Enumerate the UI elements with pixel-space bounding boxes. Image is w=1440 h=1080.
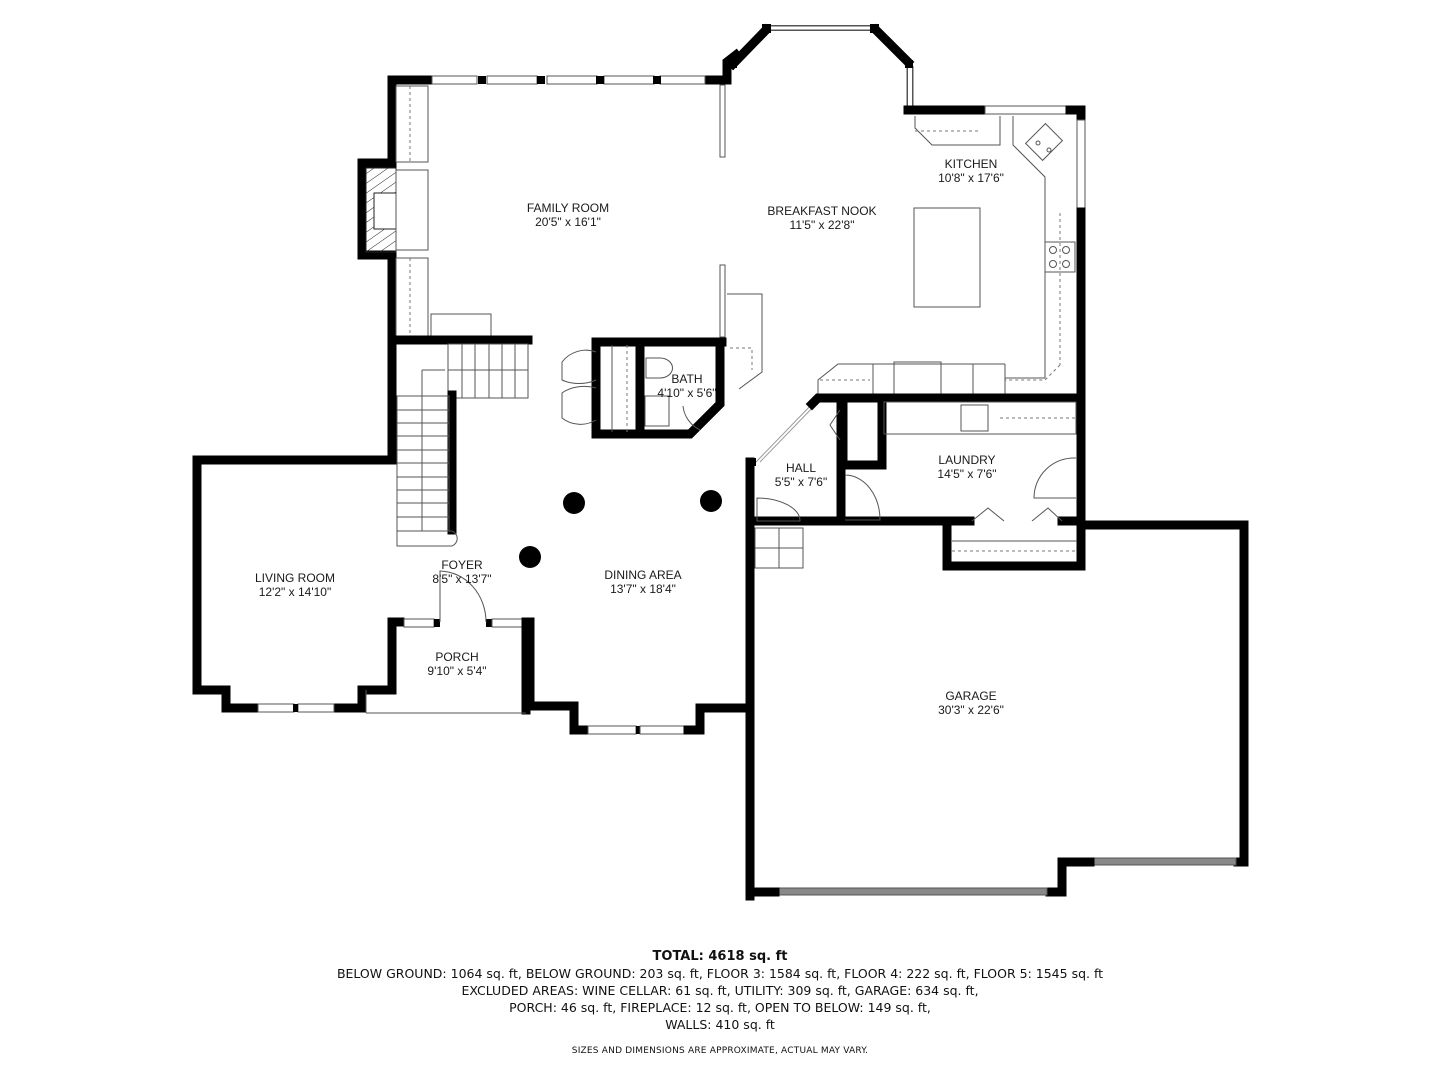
room-dimensions: 9'10" x 5'4" [427, 664, 487, 678]
garage-walls [745, 520, 1249, 897]
disclaimer: SIZES AND DIMENSIONS ARE APPROXIMATE, AC… [571, 1046, 869, 1056]
closet-bath-block [561, 337, 727, 439]
room-name: LAUNDRY [938, 453, 996, 467]
total-area: TOTAL: 4618 sq. ft [652, 949, 788, 964]
room-dimensions: 10'8" x 17'6" [938, 171, 1004, 185]
room-name: FOYER [441, 558, 483, 572]
column-icon [563, 492, 585, 514]
floor-plan [192, 23, 1249, 901]
room-bath: BATH 4'10" x 5'6" [657, 372, 716, 400]
room-living-room: LIVING ROOM 12'2" x 14'10" [255, 571, 335, 599]
family-room-windows [431, 75, 706, 85]
fireplace-icon [365, 167, 429, 253]
room-dimensions: 12'2" x 14'10" [258, 585, 332, 599]
living-room-walls [192, 455, 405, 713]
room-breakfast-nook: BREAKFAST NOOK 11'5" x 22'8" [767, 204, 876, 232]
staircase [387, 335, 533, 547]
column-icon [700, 490, 722, 512]
room-name: BREAKFAST NOOK [767, 204, 877, 218]
room-garage: GARAGE 30'3" x 22'6" [938, 689, 1004, 717]
kitchen-island [913, 207, 981, 308]
room-dimensions: 13'7" x 18'4" [610, 582, 676, 596]
dining-walls [521, 617, 755, 735]
room-name: HALL [785, 461, 817, 475]
room-name: LIVING ROOM [254, 571, 336, 585]
room-name: PORCH [435, 650, 479, 664]
area-breakdown-line: BELOW GROUND: 1064 sq. ft, BELOW GROUND:… [336, 966, 1104, 981]
family-room-walls [357, 48, 743, 345]
room-dimensions: 30'3" x 22'6" [938, 703, 1004, 717]
excluded-areas-line: EXCLUDED AREAS: WINE CELLAR: 61 sq. ft, … [461, 983, 979, 998]
room-name: KITCHEN [944, 157, 998, 171]
room-foyer: FOYER 8'5" x 13'7" [432, 558, 491, 586]
room-laundry: LAUNDRY 14'5" x 7'6" [937, 453, 996, 481]
room-name: GARAGE [945, 689, 997, 703]
room-porch: PORCH 9'10" x 5'4" [427, 650, 486, 678]
room-name: BATH [671, 372, 703, 386]
room-family-room: FAMILY ROOM 20'5" x 16'1" [527, 201, 609, 229]
sink-icon [1024, 122, 1064, 162]
room-hall: HALL 5'5" x 7'6" [775, 461, 827, 489]
kitchen-walls [903, 105, 1086, 405]
stove-icon [1044, 241, 1076, 273]
excluded-areas-line: PORCH: 46 sq. ft, FIREPLACE: 12 sq. ft, … [509, 1000, 931, 1015]
column-icon [519, 546, 541, 568]
area-summary: TOTAL: 4618 sq. ft BELOW GROUND: 1064 sq… [0, 948, 1440, 1056]
room-name: FAMILY ROOM [526, 201, 610, 215]
room-dimensions: 8'5" x 13'7" [432, 572, 492, 586]
hall-laundry-walls [745, 393, 1086, 901]
walls-area-line: WALLS: 410 sq. ft [665, 1017, 775, 1032]
room-dimensions: 14'5" x 7'6" [937, 467, 997, 481]
room-dimensions: 11'5" x 22'8" [789, 218, 855, 232]
room-name: DINING AREA [604, 568, 682, 582]
bay-window [726, 23, 915, 106]
room-dimensions: 4'10" x 5'6" [657, 386, 717, 400]
room-kitchen: KITCHEN 10'8" x 17'6" [938, 157, 1004, 185]
room-dining-area: DINING AREA 13'7" x 18'4" [604, 568, 681, 596]
room-dimensions: 5'5" x 7'6" [774, 475, 828, 489]
room-dimensions: 20'5" x 16'1" [535, 215, 601, 229]
